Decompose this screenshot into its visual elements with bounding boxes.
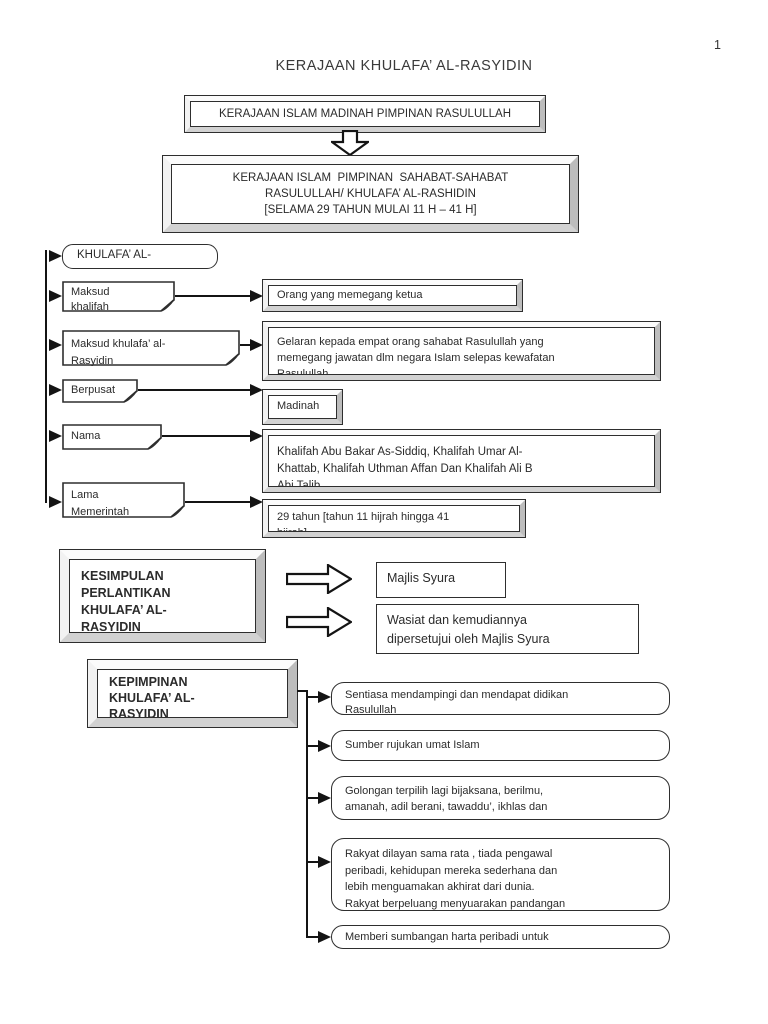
connector-arrowhead-icon — [49, 496, 62, 508]
connector-arrowhead-icon — [49, 339, 62, 351]
connector-line — [306, 745, 319, 747]
kepimpinan-item: Sumber rujukan umat Islam — [331, 730, 670, 761]
connector-line — [306, 696, 319, 698]
connector-arrowhead-icon — [250, 430, 263, 442]
label-lama-memerintah: Lama Memerintah — [62, 482, 185, 518]
connector-line — [306, 936, 319, 938]
box-maksud-khalifah-answer: Orang yang memegang ketua — [262, 279, 523, 312]
flow-box-kerajaan-madinah-text: KERAJAAN ISLAM MADINAH PIMPINAN RASULULL… — [218, 108, 512, 120]
connector-line — [297, 690, 308, 692]
connector-arrowhead-icon — [49, 290, 62, 302]
connector-line — [306, 861, 319, 863]
connector-line — [162, 435, 252, 437]
box-kepimpinan: KEPIMPINAN KHULAFA’ AL- RASYIDIN — [87, 659, 298, 728]
box-nama-answer: Khalifah Abu Bakar As-Siddiq, Khalifah U… — [262, 429, 661, 493]
label-maksud-khalifah: Maksud khalifah — [62, 281, 175, 312]
down-block-arrow-icon — [331, 130, 369, 156]
connector-arrowhead-icon — [318, 691, 331, 703]
flow-box-khulafa-rashidin: KERAJAAN ISLAM PIMPINAN SAHABAT-SAHABAT … — [162, 155, 579, 233]
box-majlis-syura: Majlis Syura — [376, 562, 506, 598]
box-maksud-khulafa-answer: Gelaran kepada empat orang sahabat Rasul… — [262, 321, 661, 381]
box-wasiat: Wasiat dan kemudiannya dipersetujui oleh… — [376, 604, 639, 654]
connector-arrowhead-icon — [318, 740, 331, 752]
connector-arrowhead-icon — [250, 496, 263, 508]
label-maksud-khulafa: Maksud khulafa’ al- Rasyidin — [62, 330, 240, 366]
connector-arrowhead-icon — [49, 250, 62, 262]
box-berpusat-answer: Madinah — [262, 389, 343, 425]
connector-line — [306, 690, 308, 938]
kepimpinan-item: Sentiasa mendampingi dan mendapat didika… — [331, 682, 670, 715]
left-spine-line — [45, 250, 47, 503]
connector-arrowhead-icon — [49, 384, 62, 396]
connector-arrowhead-icon — [250, 290, 263, 302]
connector-arrowhead-icon — [318, 856, 331, 868]
flow-box-khulafa-rashidin-text: KERAJAAN ISLAM PIMPINAN SAHABAT-SAHABAT … — [232, 172, 509, 216]
box-lama-answer: 29 tahun [tahun 11 hijrah hingga 41 hijr… — [262, 499, 526, 538]
connector-line — [175, 295, 252, 297]
connector-arrowhead-icon — [49, 430, 62, 442]
connector-arrowhead-icon — [318, 931, 331, 943]
connector-line — [185, 501, 252, 503]
page-title: KERAJAAN KHULAFA’ AL-RASYIDIN — [275, 58, 533, 74]
kepimpinan-item: Golongan terpilih lagi bijaksana, berilm… — [331, 776, 670, 820]
connector-arrowhead-icon — [318, 792, 331, 804]
label-khulafa-heading: KHULAFA’ AL- — [62, 244, 218, 269]
label-berpusat: Berpusat — [62, 379, 138, 403]
flow-box-kerajaan-madinah: KERAJAAN ISLAM MADINAH PIMPINAN RASULULL… — [184, 95, 546, 133]
page-number: 1 — [714, 38, 721, 52]
connector-line — [240, 344, 252, 346]
kepimpinan-item: Memberi sumbangan harta peribadi untuk — [331, 925, 670, 949]
label-nama: Nama — [62, 424, 162, 450]
connector-line — [306, 797, 319, 799]
right-block-arrow-icon — [286, 607, 352, 637]
connector-arrowhead-icon — [250, 339, 263, 351]
connector-arrowhead-icon — [250, 384, 263, 396]
box-kesimpulan-perlantikan: KESIMPULAN PERLANTIKAN KHULAFA’ AL- RASY… — [59, 549, 266, 643]
connector-line — [138, 389, 252, 391]
kepimpinan-item: Rakyat dilayan sama rata , tiada pengawa… — [331, 838, 670, 911]
right-block-arrow-icon — [286, 564, 352, 594]
